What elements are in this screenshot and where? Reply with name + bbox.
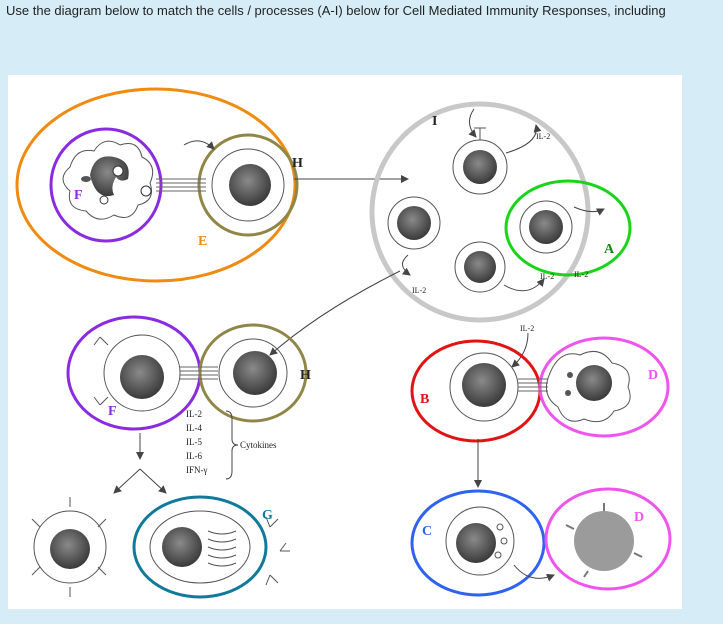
activated-macrophage-nucleus xyxy=(50,529,90,569)
label-h-mid: H xyxy=(300,368,311,383)
feedback-arrow xyxy=(573,206,605,216)
il2-label: IL-2 xyxy=(412,286,426,295)
antibody-icon xyxy=(93,336,109,406)
activated-macrophage-cell xyxy=(33,510,107,584)
label-b: B xyxy=(420,392,429,407)
t-cell-i-left-nucleus xyxy=(397,206,431,240)
infected-cell xyxy=(545,350,631,423)
label-a: A xyxy=(604,242,615,257)
feedback-arrow xyxy=(401,254,411,276)
dying-cell-fragments xyxy=(565,503,643,578)
cytokine-item: IL-4 xyxy=(186,423,202,433)
diagram-panel: F E H IL-2 IL-2 IL-2 IL-2 IL-2 I A F H I… xyxy=(8,75,682,609)
dying-cell xyxy=(574,511,634,571)
label-f-top: F xyxy=(74,188,83,203)
region-i-circle xyxy=(369,101,591,323)
feedback-arrow xyxy=(468,108,477,138)
region-g-ellipse xyxy=(132,495,268,599)
branch-arrow xyxy=(113,468,141,494)
region-d-ellipse-bottom xyxy=(544,487,672,591)
il2-label: IL-2 xyxy=(540,272,554,281)
antibody-icon xyxy=(265,516,290,586)
cytokine-brace xyxy=(225,410,239,480)
er-membranes xyxy=(207,530,237,567)
receptor-contact xyxy=(156,178,206,192)
macrophage-nucleus-top xyxy=(90,156,129,197)
region-c-ellipse xyxy=(410,489,546,597)
granule-icon xyxy=(500,537,508,545)
bacterium-icon xyxy=(81,176,91,182)
helper-t-cell-mid xyxy=(218,338,288,408)
macrophage-cell-mid xyxy=(103,334,181,412)
t-cell-i-top-nucleus xyxy=(463,150,497,184)
plasma-cell xyxy=(149,510,251,584)
question-text: Use the diagram below to match the cells… xyxy=(6,3,666,18)
label-e: E xyxy=(198,234,207,249)
receptor-icon xyxy=(474,127,486,140)
receptor-contact xyxy=(518,378,548,392)
label-f-mid: F xyxy=(108,404,117,419)
vesicle-icon xyxy=(99,195,109,205)
il2-label: IL-2 xyxy=(536,132,550,141)
cytotoxic-t-cell-c xyxy=(445,506,515,576)
granule-icon xyxy=(496,523,504,531)
helper-t-nucleus-top xyxy=(229,164,271,206)
il2-label: IL-2 xyxy=(520,324,534,333)
feedback-arrow xyxy=(505,124,542,154)
cytokine-item: IL-6 xyxy=(186,451,202,461)
cytokine-list: IL-2 IL-4 IL-5 IL-6 IFN-γ xyxy=(186,409,207,475)
t-cell-a xyxy=(519,200,573,254)
t-cell-i-bottom-nucleus xyxy=(464,251,496,283)
branch-arrow xyxy=(139,468,167,494)
vesicle-icon xyxy=(140,185,152,197)
label-c: C xyxy=(422,524,432,539)
region-f-ellipse-top xyxy=(49,127,163,243)
macrophage-cell-top xyxy=(62,140,154,220)
label-g: G xyxy=(262,508,273,523)
cytokine-item: IL-2 xyxy=(186,409,202,419)
plasma-cell-nucleus xyxy=(162,527,202,567)
label-d-bottom: D xyxy=(634,510,644,525)
feedback-arrow xyxy=(503,278,545,292)
arrow-to-b xyxy=(511,332,529,368)
cytotoxic-t-nucleus-c xyxy=(456,523,496,563)
helper-t-nucleus-mid xyxy=(233,351,277,395)
infected-cell-nucleus xyxy=(576,365,612,401)
label-i: I xyxy=(432,114,437,129)
label-h-top: H xyxy=(292,156,303,171)
arrow-release xyxy=(513,564,555,582)
region-h-ellipse-mid xyxy=(198,323,308,423)
t-cell-i-left xyxy=(387,196,441,250)
region-h-ellipse-top xyxy=(197,133,299,237)
cytokine-item: IFN-γ xyxy=(186,465,207,475)
il2-label: IL-2 xyxy=(574,270,588,279)
vesicle-icon xyxy=(112,165,124,177)
region-e-ellipse xyxy=(15,87,297,283)
virus-icon xyxy=(567,372,573,378)
region-a-ellipse xyxy=(504,179,632,277)
arrow-to-middle xyxy=(269,270,401,356)
receptor-icon xyxy=(31,497,107,597)
t-cell-i-bottom xyxy=(454,241,506,293)
cytokines-title: Cytokines xyxy=(240,440,277,450)
granule-icon xyxy=(494,551,502,559)
t-cell-a-nucleus xyxy=(529,210,563,244)
receptor-contact xyxy=(180,366,218,380)
macrophage-nucleus-mid xyxy=(120,355,164,399)
label-d-mid: D xyxy=(648,368,658,383)
cytokine-item: IL-5 xyxy=(186,437,202,447)
cell-mediated-immunity-diagram: F E H IL-2 IL-2 IL-2 IL-2 IL-2 I A F H I… xyxy=(15,87,672,599)
virus-icon xyxy=(565,390,571,396)
cytotoxic-t-nucleus xyxy=(462,363,506,407)
arrow-icon xyxy=(183,140,215,150)
helper-t-cell-top xyxy=(211,148,285,222)
